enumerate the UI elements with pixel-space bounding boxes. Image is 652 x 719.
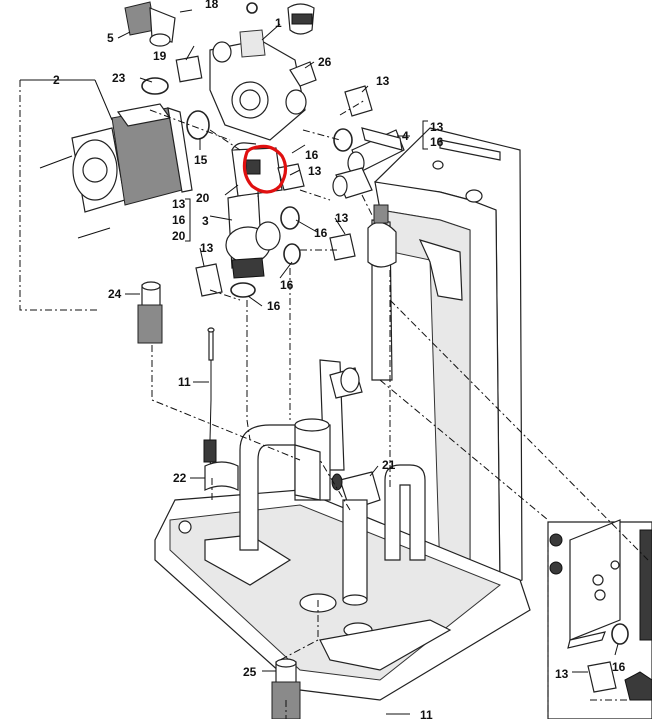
group-3-item-b: 16 [172,213,186,227]
group-3-bracket [185,198,191,242]
callout-11-sensor: 11 [178,375,191,389]
part-2-pump-motor [39,103,193,239]
callout-1: 1 [275,16,282,30]
group-3-item-c: 20 [172,229,186,243]
callout-labels: 1 2 3 4 5 11 11 13 13 13 13 13 15 16 16 … [53,0,626,719]
callout-16-inset: 16 [612,660,626,674]
part-22-clip [204,461,239,491]
callout-23: 23 [112,71,126,85]
callout-11-cable: 11 [420,708,433,719]
part-11-sensor [203,327,217,479]
part-1-hydraulic-block [209,3,315,141]
callout-19: 19 [153,49,167,63]
callout-16-c: 16 [280,278,294,292]
pipework [239,359,426,601]
leader-lines [20,9,619,715]
sealing-rings [141,2,629,645]
part-25-connector [271,658,301,719]
clips-13 [195,85,617,693]
callout-4: 4 [402,129,409,143]
group-4-bracket [422,120,428,150]
highlight-circle [242,144,288,194]
callout-18: 18 [205,0,219,11]
callout-22: 22 [173,471,187,485]
callout-13-mid: 13 [308,164,322,178]
part-5-fitting [124,1,176,47]
callout-16-a: 16 [305,148,319,162]
callout-15: 15 [194,153,208,167]
group-3-item-a: 13 [172,197,186,211]
callout-13-top: 13 [376,74,390,88]
group-4-item-b: 16 [430,135,444,149]
callout-16-b: 16 [314,226,328,240]
callout-26: 26 [318,55,332,69]
callout-24: 24 [108,287,122,301]
callout-25: 25 [243,665,257,679]
callout-20: 20 [196,191,210,205]
part-26-clip [289,61,317,87]
part-19-bracket [175,55,203,83]
callout-5: 5 [107,31,114,45]
inset-panel [547,519,652,719]
part-24-connector [137,281,163,344]
callout-21: 21 [382,458,396,472]
callout-2: 2 [53,73,60,87]
callout-3: 3 [202,214,209,228]
part-21-elbow [331,471,381,606]
assembly-center-lines [19,80,649,719]
group-4-item-a: 13 [430,120,444,134]
part-3-pump-housing [225,142,283,279]
part-4-pipe [332,127,405,199]
callout-13-left: 13 [200,241,214,255]
flow-pipe-vertical [367,204,463,381]
callout-13-inset: 13 [555,667,569,681]
callout-16-d: 16 [267,299,281,313]
callout-13-right: 13 [335,211,349,225]
